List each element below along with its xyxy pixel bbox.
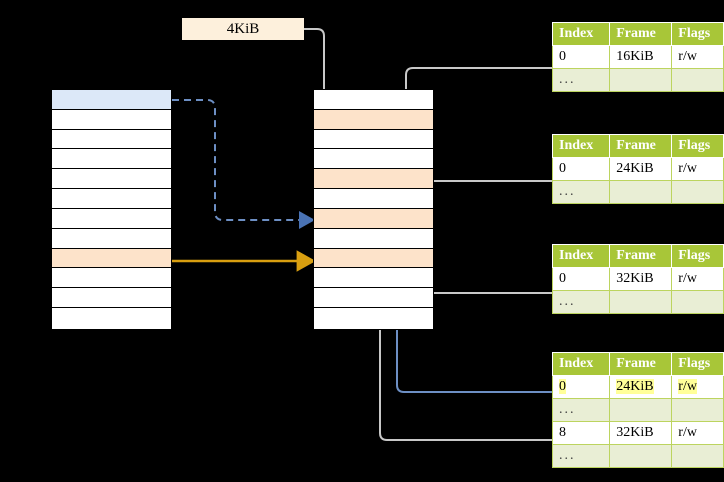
column-header-index: Index [551,244,611,268]
memory-cell[interactable] [52,307,171,328]
cell-flags [671,398,724,422]
memory-cell[interactable] [314,149,433,170]
table-row-ellipsis[interactable]: ... [551,180,724,204]
cell-index: 0 [551,45,611,69]
cell-frame [609,444,673,468]
memory-cell[interactable] [314,90,433,110]
cell-index: 0 [551,157,611,181]
cell-flags: r/w [671,157,724,181]
column-header-flags: Flags [671,134,724,158]
cell-index: ... [551,444,611,468]
cell-flags [671,68,724,92]
memory-cell[interactable] [314,307,433,328]
cell-flags: r/w [671,267,724,291]
table-row-ellipsis[interactable]: ... [551,68,724,92]
column-header-index: Index [551,352,611,376]
cell-index: ... [551,180,611,204]
table-row-ellipsis[interactable]: ... [551,290,724,314]
column-header-frame: Frame [609,244,673,268]
cell-frame [609,398,673,422]
cell-flags [671,290,724,314]
column-header-flags: Flags [671,352,724,376]
memory-cell[interactable] [314,288,433,308]
cell-index: 0 [551,375,611,399]
cell-frame: 24KiB [609,375,673,399]
memory-cell[interactable] [314,228,433,249]
memory-cell[interactable] [52,109,171,130]
cell-frame [609,180,673,204]
highlight-mark: 24KiB [616,379,654,394]
cell-index: ... [551,68,611,92]
cell-flags [671,444,724,468]
cell-flags: r/w [671,375,724,399]
left-memory-stack [51,89,172,330]
cell-flags [671,180,724,204]
memory-cell[interactable] [314,248,433,269]
column-header-frame: Frame [609,352,673,376]
cell-index: 0 [551,267,611,291]
column-header-index: Index [551,22,611,46]
column-header-frame: Frame [609,22,673,46]
cell-frame: 24KiB [609,157,673,181]
cell-index: 8 [551,421,611,445]
middle-memory-stack [313,89,434,330]
column-header-frame: Frame [609,134,673,158]
table-row-ellipsis[interactable]: ... [551,398,724,422]
memory-cell[interactable] [52,189,171,209]
cell-frame [609,290,673,314]
cell-index: ... [551,398,611,422]
memory-cell[interactable] [314,268,433,289]
memory-cell[interactable] [52,129,171,150]
cell-frame: 32KiB [609,267,673,291]
memory-cell[interactable] [52,90,171,110]
cell-flags: r/w [671,421,724,445]
connector-left-blue-to-mid-row7 [172,99,315,229]
memory-cell[interactable] [52,169,171,190]
cell-frame [609,68,673,92]
cell-frame: 32KiB [609,421,673,445]
size-label-4kib: 4KiB [182,18,304,40]
column-header-flags: Flags [671,22,724,46]
column-header-flags: Flags [671,244,724,268]
table-row[interactable]: 0 24KiB r/w [551,375,724,399]
cell-flags: r/w [671,45,724,69]
memory-cell[interactable] [314,109,433,130]
memory-cell[interactable] [52,228,171,249]
connector-table1-to-mid-row7 [416,180,552,222]
memory-cell[interactable] [52,208,171,229]
memory-cell[interactable] [314,189,433,209]
memory-cell[interactable] [52,248,171,269]
table-row-ellipsis[interactable]: ... [551,444,724,468]
memory-cell[interactable] [52,149,171,170]
memory-cell[interactable] [52,268,171,289]
highlight-mark: r/w [678,379,697,394]
memory-cell[interactable] [52,288,171,308]
memory-cell[interactable] [314,169,433,190]
cell-frame: 16KiB [609,45,673,69]
column-header-index: Index [551,134,611,158]
highlight-mark: 0 [559,379,566,394]
memory-cell[interactable] [314,129,433,150]
memory-cell[interactable] [314,208,433,229]
cell-index: ... [551,290,611,314]
